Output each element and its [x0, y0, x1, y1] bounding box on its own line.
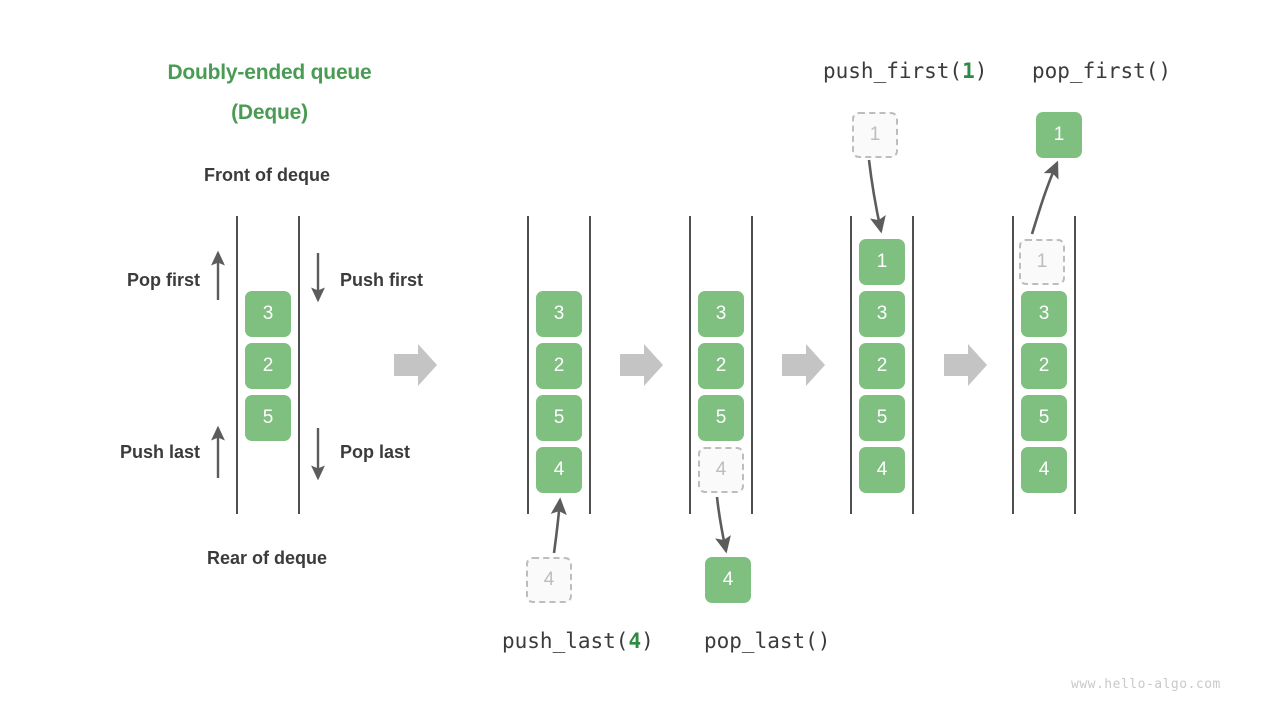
- pop-last-operation-name: pop_last(): [704, 629, 831, 653]
- push-last-operation-close: ): [641, 629, 654, 653]
- rail-left-push-first: [850, 216, 852, 514]
- cell-pop-last-removed: 4: [698, 447, 744, 493]
- pop-first-label: Pop first: [126, 270, 200, 290]
- cell-push-last-2: 5: [536, 395, 582, 441]
- cell-pop-first-3: 4: [1021, 447, 1067, 493]
- push-last-label: Push last: [119, 442, 200, 462]
- rail-left-pop-first: [1012, 216, 1014, 514]
- pop-first-operation-name: pop_first(): [1032, 59, 1172, 83]
- transition-arrow-4: [944, 344, 987, 386]
- rail-right-push-first: [912, 216, 914, 514]
- cell-push-first-0: 1: [859, 239, 905, 285]
- pop-first-extract-arrow: [1030, 160, 1059, 235]
- push-first-operation-label: push_first(1): [823, 59, 987, 83]
- push-first-label: Push first: [340, 270, 424, 290]
- transition-arrow-2: [620, 344, 663, 386]
- cell-push-last-3: 4: [536, 447, 582, 493]
- push-first-insert-arrow: [867, 159, 886, 234]
- cell-pop-first-1: 2: [1021, 343, 1067, 389]
- cell-legend-2: 5: [245, 395, 291, 441]
- pop-last-operation-label: pop_last(): [704, 629, 830, 653]
- cell-pop-last-2: 5: [698, 395, 744, 441]
- transition-arrow-1: [394, 344, 437, 386]
- cell-push-first-1: 3: [859, 291, 905, 337]
- rail-left-push-last: [527, 216, 529, 514]
- push-last-operation-label: push_last(4): [502, 629, 654, 653]
- push-first-operation-close: ): [974, 59, 988, 83]
- push-last-operation-name: push_last(: [502, 629, 629, 653]
- rear-of-deque-label: Rear of deque: [206, 548, 328, 568]
- rail-right-push-last: [589, 216, 591, 514]
- cell-push-first-incoming: 1: [852, 112, 898, 158]
- rail-left-legend: [236, 216, 238, 514]
- cell-legend-0: 3: [245, 291, 291, 337]
- transition-arrow-3: [782, 344, 825, 386]
- rail-right-pop-first: [1074, 216, 1076, 514]
- cell-pop-last-1: 2: [698, 343, 744, 389]
- push-first-operation-name: push_first(: [823, 59, 963, 83]
- cell-pop-last-outgoing: 4: [705, 557, 751, 603]
- site-watermark: www.hello-algo.com: [1071, 677, 1221, 692]
- cell-push-last-incoming: 4: [526, 557, 572, 603]
- cell-push-first-3: 5: [859, 395, 905, 441]
- push-first-operation-arg: 1: [962, 59, 975, 83]
- cell-push-last-1: 2: [536, 343, 582, 389]
- rail-right-pop-last: [751, 216, 753, 514]
- cell-pop-first-removed: 1: [1019, 239, 1065, 285]
- front-of-deque-label: Front of deque: [204, 165, 330, 185]
- rail-right-legend: [298, 216, 300, 514]
- cell-pop-first-2: 5: [1021, 395, 1067, 441]
- diagram-title-line2: (Deque): [231, 101, 308, 124]
- pop-first-operation-label: pop_first(): [1032, 59, 1171, 83]
- pop-last-extract-arrow: [715, 496, 731, 554]
- cell-pop-last-0: 3: [698, 291, 744, 337]
- push-last-insert-arrow: [550, 497, 567, 554]
- cell-pop-first-0: 3: [1021, 291, 1067, 337]
- rail-left-pop-last: [689, 216, 691, 514]
- cell-push-first-4: 4: [859, 447, 905, 493]
- cell-pop-first-outgoing: 1: [1036, 112, 1082, 158]
- cell-push-first-2: 2: [859, 343, 905, 389]
- pop-last-label: Pop last: [340, 442, 411, 462]
- diagram-title-line1: Doubly-ended queue: [167, 61, 372, 84]
- cell-push-last-0: 3: [536, 291, 582, 337]
- push-last-operation-arg: 4: [628, 629, 642, 653]
- cell-legend-1: 2: [245, 343, 291, 389]
